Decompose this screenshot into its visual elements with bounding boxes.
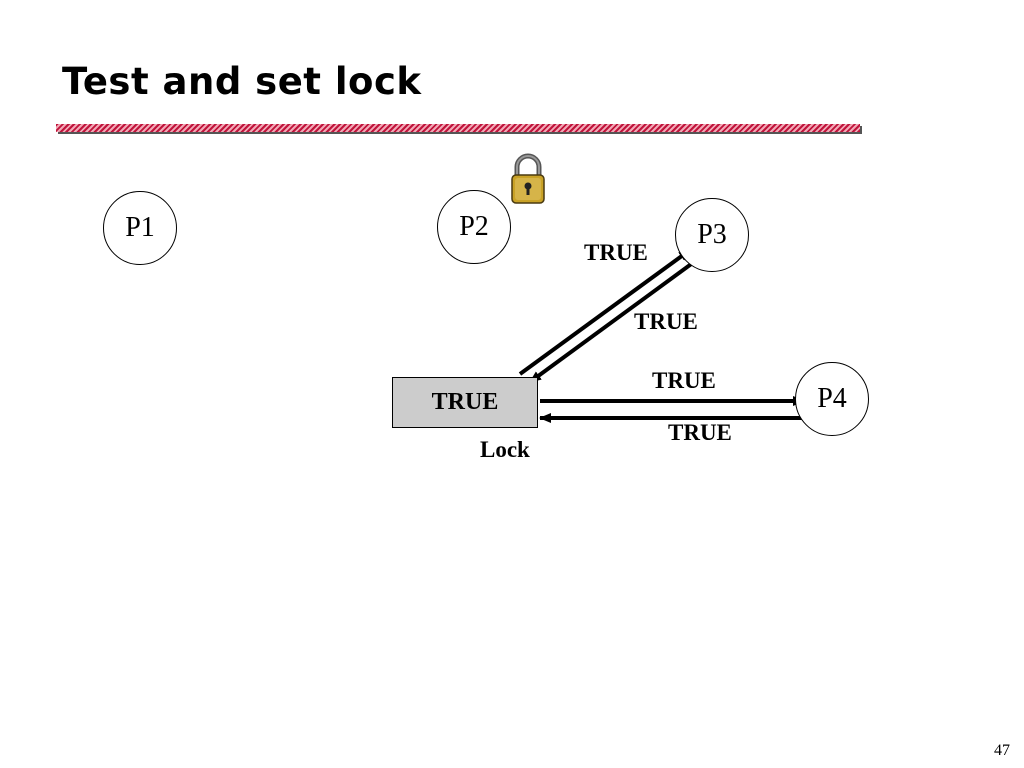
process-p1: P1 <box>103 191 177 265</box>
process-p1-label: P1 <box>125 212 155 243</box>
page-number: 47 <box>994 742 1010 759</box>
lock-value: TRUE <box>431 389 499 415</box>
process-p4: P4 <box>795 362 869 436</box>
process-p3-label: P3 <box>697 219 727 250</box>
lock-variable-box: TRUE <box>392 377 538 428</box>
process-p2-label: P2 <box>459 211 489 242</box>
arrow-p3-to-lock <box>528 260 696 384</box>
arrow-lock-to-p3 <box>518 248 692 376</box>
title-divider <box>56 124 860 132</box>
process-p3: P3 <box>675 198 749 272</box>
arrow-label-p4-request: TRUE <box>652 368 716 393</box>
padlock-icon <box>511 153 545 204</box>
process-p4-label: P4 <box>817 383 847 414</box>
arrow-label-p3-request: TRUE <box>584 240 648 265</box>
arrow-label-p4-response: TRUE <box>668 420 732 445</box>
lock-caption: Lock <box>480 437 530 462</box>
arrow-label-p3-response: TRUE <box>634 309 698 334</box>
slide-title: Test and set lock <box>62 60 422 103</box>
process-p2: P2 <box>437 190 511 264</box>
